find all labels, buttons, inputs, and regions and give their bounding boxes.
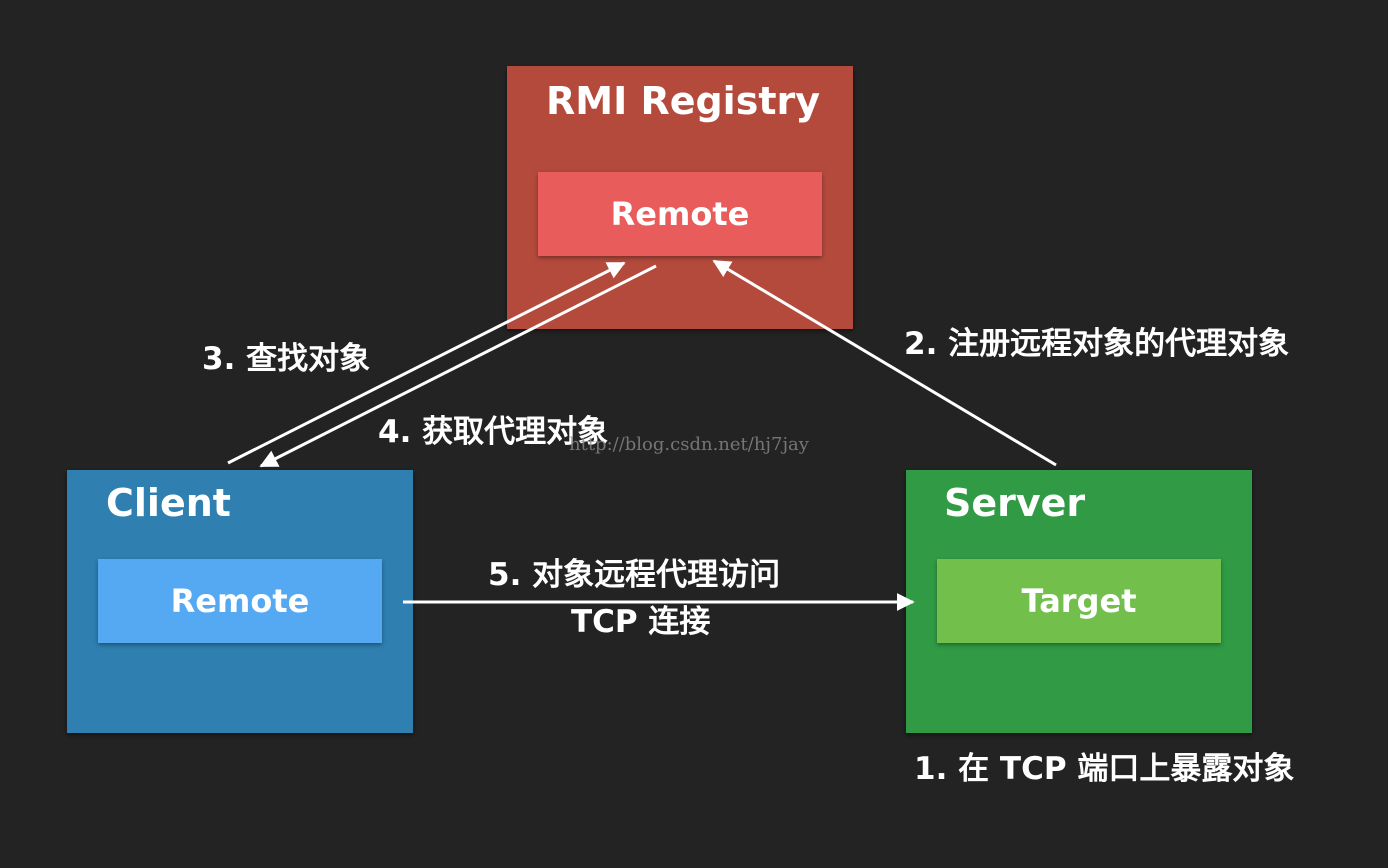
server-box: Server Target — [906, 470, 1252, 733]
server-title: Server — [944, 481, 1086, 525]
step-1-label: 1. 在 TCP 端口上暴露对象 — [914, 751, 1295, 787]
watermark-text: http://blog.csdn.net/hj7jay — [569, 434, 809, 455]
rmi-registry-title: RMI Registry — [546, 79, 820, 123]
client-title: Client — [106, 481, 231, 525]
step-4-label: 4. 获取代理对象 — [378, 414, 609, 450]
step-5-protocol-label: TCP 连接 — [571, 604, 711, 640]
step-5-label: 5. 对象远程代理访问 — [488, 557, 781, 593]
client-box: Client Remote — [67, 470, 413, 733]
step-2-label: 2. 注册远程对象的代理对象 — [904, 326, 1290, 362]
step-3-label: 3. 查找对象 — [202, 341, 371, 377]
rmi-registry-box: RMI Registry Remote — [507, 66, 853, 329]
client-remote-box: Remote — [98, 559, 382, 643]
server-target-box: Target — [937, 559, 1221, 643]
registry-remote-box: Remote — [538, 172, 822, 256]
